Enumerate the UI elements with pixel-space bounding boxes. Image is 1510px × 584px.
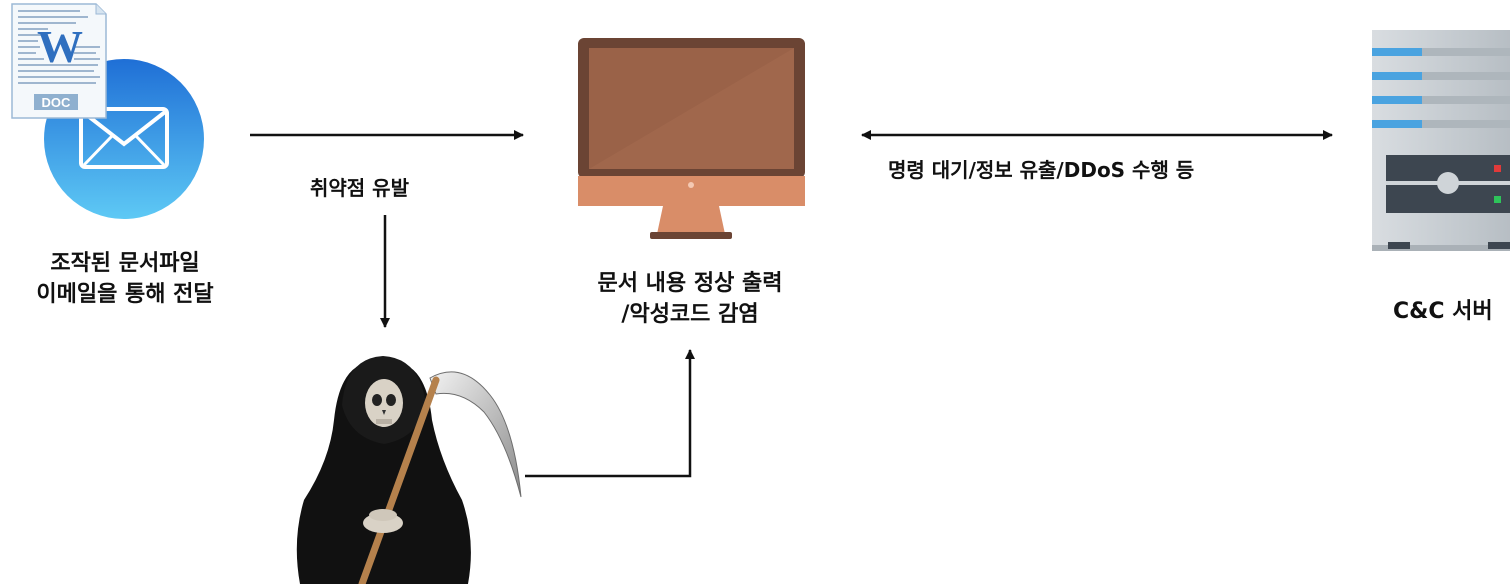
- victim-pc-label: 문서 내용 정상 출력 /악성코드 감염: [560, 268, 820, 330]
- scythe-handle: [358, 376, 440, 584]
- doc-badge: [34, 94, 78, 110]
- document-email-label-line1: 조작된 문서파일: [50, 251, 200, 276]
- word-letter: W: [37, 21, 83, 72]
- victim-pc-label-line1: 문서 내용 정상 출력: [597, 271, 783, 296]
- monitor-stand: [657, 206, 725, 234]
- grim-reaper-icon: [296, 356, 522, 584]
- word-document-icon: W DOC: [11, 3, 107, 119]
- word-doc-email-icon: W DOC: [11, 3, 204, 219]
- doc-badge-label: DOC: [42, 95, 72, 110]
- scythe-blade: [429, 371, 522, 498]
- document-email-label-line2: 이메일을 통해 전달: [36, 282, 214, 307]
- vuln-trigger-label: 취약점 유발: [310, 176, 409, 200]
- document-email-label: 조작된 문서파일 이메일을 통해 전달: [0, 248, 250, 310]
- envelope-icon: [79, 107, 169, 169]
- led-green: [1494, 196, 1501, 203]
- arrow-reaper-to-pc: [525, 349, 695, 478]
- monitor-icon: [578, 38, 805, 239]
- c2-activity-label: 명령 대기/정보 유출/DDoS 수행 등: [888, 158, 1195, 182]
- skull: [365, 379, 403, 427]
- server-power-button: [1437, 172, 1459, 194]
- led-red: [1494, 165, 1501, 172]
- cc-server-label: C&C 서버: [1393, 299, 1493, 324]
- victim-pc-label-line2: /악성코드 감염: [621, 302, 759, 327]
- server-icon: [1372, 30, 1510, 251]
- power-led: [688, 182, 694, 188]
